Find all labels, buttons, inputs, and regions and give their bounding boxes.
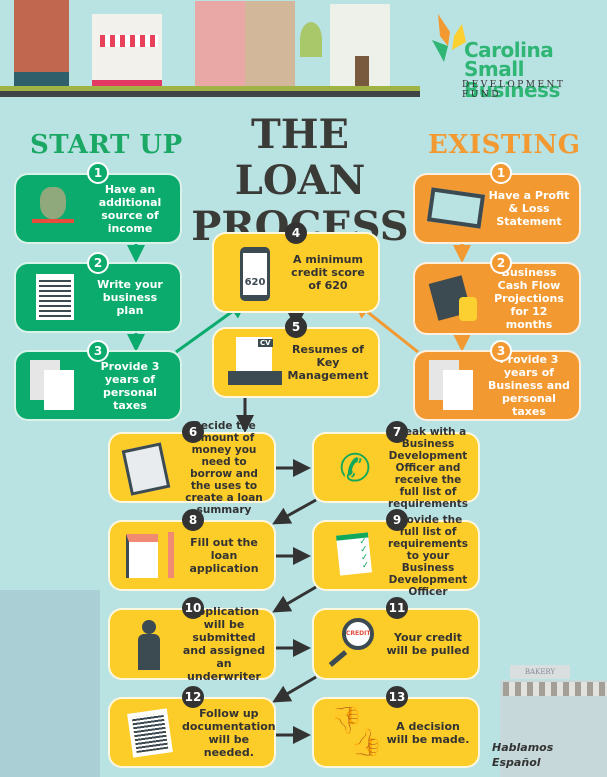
existing-step-3: Provide 3 years of Business and personal… <box>413 350 581 421</box>
existing-heading: EXISTING <box>428 130 581 160</box>
step-text: Provide the full list of requirements to… <box>388 513 468 598</box>
step-13: 👎👍 A decision will be made. <box>312 697 480 768</box>
phone-credit-score-icon: 620 <box>224 245 286 301</box>
step-5: CV Resumes of Key Management <box>212 327 380 398</box>
spanish-note: Hablamos Español <box>492 740 553 770</box>
step-number: 5 <box>285 316 307 338</box>
person-icon <box>120 616 182 672</box>
step-text: Resumes of Key Management <box>287 343 369 382</box>
documents-stack-icon <box>425 358 487 414</box>
resume-cv-icon: CV <box>224 335 286 391</box>
clipboard-pencil-icon <box>120 440 182 496</box>
startup-step-2: Write your business plan <box>14 262 182 333</box>
step-number: 1 <box>490 162 512 184</box>
title-line1: THE LOAN <box>234 111 366 204</box>
step-number: 12 <box>182 686 204 708</box>
step-9: ✓✓✓✓ Provide the full list of requiremen… <box>312 514 480 598</box>
step-number: 11 <box>386 597 408 619</box>
logo-line2: Small Business <box>464 57 560 102</box>
espanol-text: Español <box>492 756 541 769</box>
step-number: 8 <box>182 509 204 531</box>
startup-step-1: Have an additional source of income <box>14 173 182 244</box>
step-text: Fill out the loan application <box>189 536 259 575</box>
logo-line3: DEVELOPMENT FUND <box>462 80 566 100</box>
step-number: 7 <box>386 421 408 443</box>
cv-badge: CV <box>258 338 273 347</box>
step-text: Application will be submitted and assign… <box>182 605 266 683</box>
step-text: Speak with a Business Development Office… <box>388 425 468 510</box>
credit-score-value: 620 <box>243 252 267 295</box>
step-text: A minimum credit score of 620 <box>291 253 365 292</box>
step-number: 1 <box>87 162 109 184</box>
existing-step-2: Business Cash Flow Projections for 12 mo… <box>413 262 581 335</box>
step-number: 2 <box>490 252 512 274</box>
step-number: 2 <box>87 252 109 274</box>
step-12: Follow up documentation will be needed. <box>108 697 276 768</box>
credit-label: CREDIT <box>342 618 374 650</box>
form-pen-icon <box>120 528 182 584</box>
step-4: 620 A minimum credit score of 620 <box>212 232 380 313</box>
bakery-sign: BAKERY <box>510 665 570 679</box>
chart-screen-icon <box>425 181 487 237</box>
step-text: Provide 3 years of personal taxes <box>100 359 160 412</box>
step-text: Have a Profit & Loss Statement <box>488 189 570 228</box>
thumbs-icon: 👎👍 <box>330 705 383 758</box>
step-text: Business Cash Flow Projections for 12 mo… <box>494 266 564 331</box>
startup-heading: START UP <box>30 130 183 160</box>
cash-coins-icon <box>425 271 487 327</box>
step-number: 9 <box>386 509 408 531</box>
money-bag-cart-icon <box>26 181 88 237</box>
logo-leaf-icon <box>432 14 466 62</box>
step-text: Follow up documentation will be needed. <box>182 706 276 759</box>
step-text: Your credit will be pulled <box>386 631 470 657</box>
step-number: 3 <box>490 340 512 362</box>
step-10: Application will be submitted and assign… <box>108 605 276 683</box>
hablamos-text: Hablamos <box>492 741 554 754</box>
step-number: 3 <box>87 340 109 362</box>
magnifier-credit-icon: CREDIT <box>324 616 386 672</box>
document-icon <box>26 270 88 326</box>
step-number: 4 <box>285 222 307 244</box>
newspaper-icon <box>120 705 182 761</box>
step-text: Decide the amount of money you need to b… <box>185 419 263 516</box>
step-7: ✆ Speak with a Business Development Offi… <box>312 426 480 510</box>
header-town-illustration <box>0 0 420 97</box>
step-8: Fill out the loan application <box>108 520 276 591</box>
step-6: Decide the amount of money you need to b… <box>108 420 276 516</box>
step-number: 10 <box>182 597 204 619</box>
checklist-icon: ✓✓✓✓ <box>324 528 386 584</box>
step-text: Write your business plan <box>97 278 163 317</box>
step-number: 6 <box>182 421 204 443</box>
phone-icon: ✆ <box>339 445 371 490</box>
existing-step-1: Have a Profit & Loss Statement <box>413 173 581 244</box>
logo-line1: Carolina <box>464 38 554 62</box>
step-text: A decision will be made. <box>386 719 470 746</box>
step-number: 13 <box>386 686 408 708</box>
documents-stack-icon <box>26 358 88 414</box>
step-text: Provide 3 years of Business and personal… <box>488 353 570 418</box>
step-text: Have an additional source of income <box>98 182 162 235</box>
